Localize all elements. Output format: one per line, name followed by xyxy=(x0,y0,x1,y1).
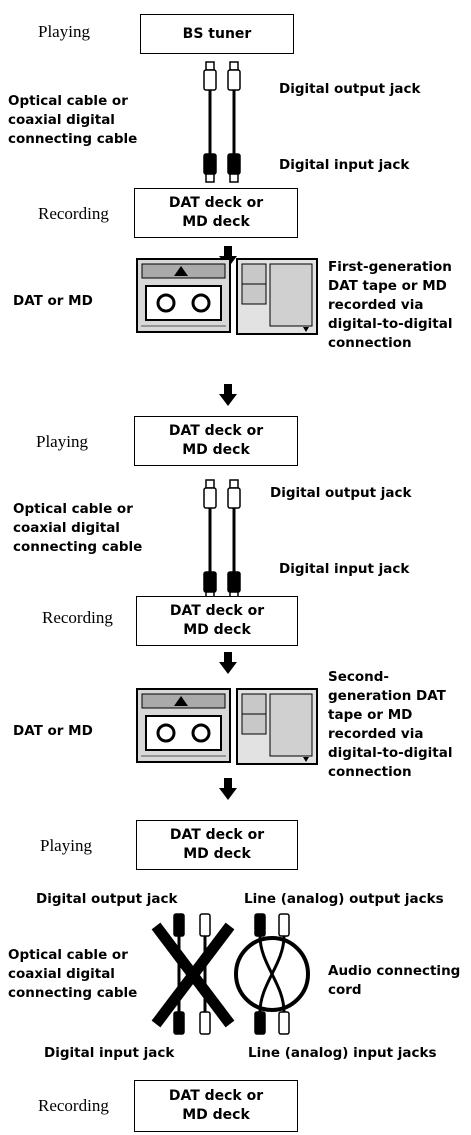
media-label: DAT or MD xyxy=(13,293,93,309)
arrow-down-icon xyxy=(219,778,237,800)
arrow-down-icon xyxy=(219,246,237,268)
cable-label: Optical cable or coaxial digital connect… xyxy=(8,947,138,1001)
dat-tape-icon xyxy=(136,688,231,763)
source-deck-box: DAT deck or MD deck xyxy=(134,416,298,466)
minidisc-icon xyxy=(236,258,318,335)
box-label: DAT deck or MD deck xyxy=(168,1088,264,1123)
digital-input-jack-label: Digital input jack xyxy=(279,157,410,173)
box-label: DAT deck or MD deck xyxy=(169,827,265,862)
box-label: BS tuner xyxy=(182,25,252,42)
audio-cord-label: Audio connecting cord xyxy=(328,963,461,998)
analog-output-jacks-label: Line (analog) output jacks xyxy=(244,891,444,907)
playing-label: Playing xyxy=(40,836,92,855)
recording-label: Recording xyxy=(38,1096,109,1115)
recorder-box: DAT deck or MD deck xyxy=(134,1080,298,1132)
digital-input-jack-label: Digital input jack xyxy=(44,1045,175,1061)
recorder-box: DAT deck or MD deck xyxy=(136,596,298,646)
audio-cord-icon xyxy=(234,913,310,1035)
digital-output-jack-label: Digital output jack xyxy=(279,81,421,97)
source-deck-box: DAT deck or MD deck xyxy=(136,820,298,870)
minidisc-icon xyxy=(236,688,318,765)
digital-output-jack-label: Digital output jack xyxy=(36,891,178,907)
box-label: DAT deck or MD deck xyxy=(168,195,264,230)
arrow-down-icon xyxy=(219,652,237,674)
cable-label: Optical cable or coaxial digital connect… xyxy=(8,93,138,147)
recorder-box: DAT deck or MD deck xyxy=(134,188,298,238)
playing-label: Playing xyxy=(36,432,88,451)
dat-tape-icon xyxy=(136,258,231,333)
media-label: DAT or MD xyxy=(13,723,93,739)
media-description: Second- generation DAT tape or MD record… xyxy=(328,669,453,780)
media-description: First-generation DAT tape or MD recorded… xyxy=(328,259,453,351)
digital-cable-icon xyxy=(203,479,241,601)
recording-label: Recording xyxy=(38,204,109,223)
playing-label: Playing xyxy=(38,22,90,41)
bs-tuner-box: BS tuner xyxy=(140,14,294,54)
crossed-out-digital-cable-icon xyxy=(151,913,235,1035)
cable-label: Optical cable or coaxial digital connect… xyxy=(13,501,143,555)
digital-cable-icon xyxy=(203,61,241,183)
digital-input-jack-label: Digital input jack xyxy=(279,561,410,577)
digital-output-jack-label: Digital output jack xyxy=(270,485,412,501)
arrow-down-icon xyxy=(219,384,237,406)
recording-label: Recording xyxy=(42,608,113,627)
analog-input-jacks-label: Line (analog) input jacks xyxy=(248,1045,437,1061)
box-label: DAT deck or MD deck xyxy=(169,603,265,638)
box-label: DAT deck or MD deck xyxy=(168,423,264,458)
